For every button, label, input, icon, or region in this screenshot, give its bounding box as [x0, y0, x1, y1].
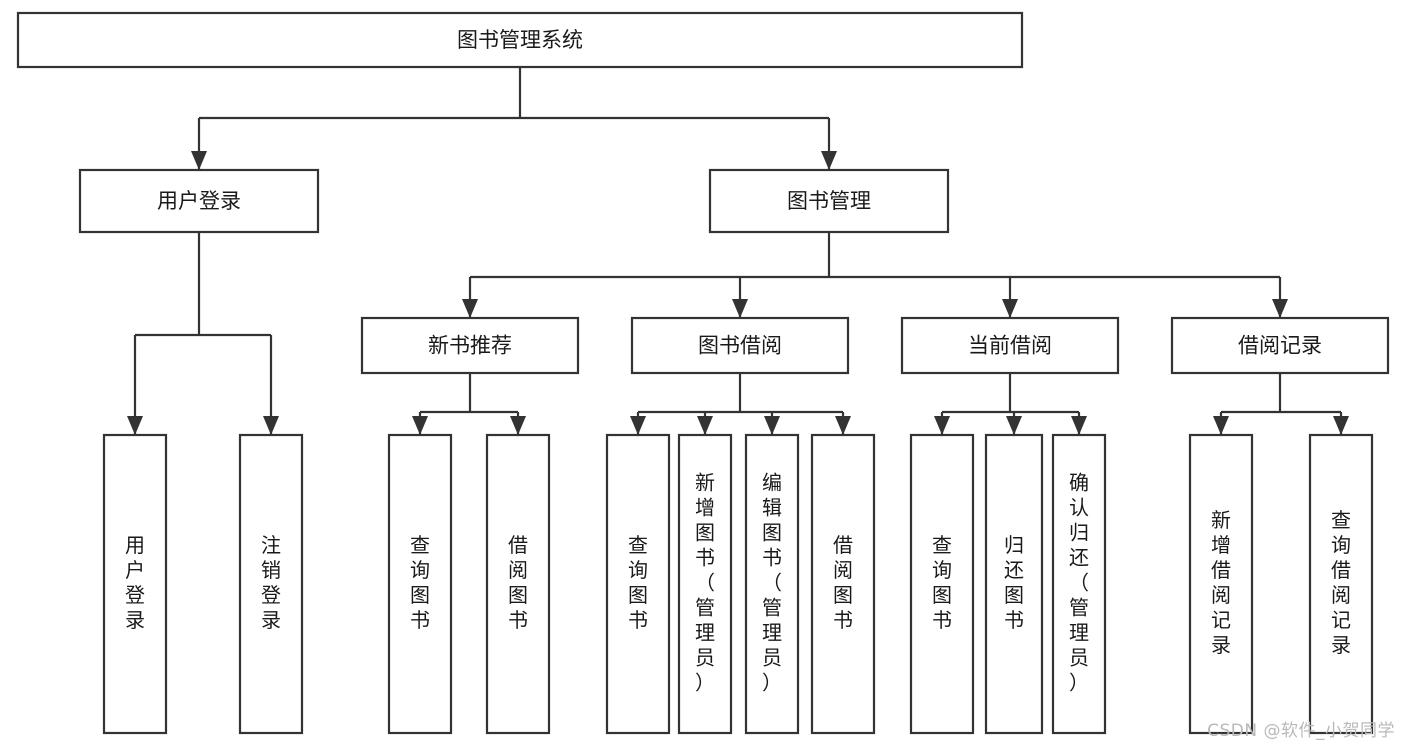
node-box: [387, 433, 453, 735]
node-box: [900, 316, 1120, 375]
node-l3c2[interactable]: 新增图书（管理员）: [677, 433, 733, 735]
arrow-head: [764, 416, 780, 435]
arrow-head: [697, 416, 713, 435]
node-label: 查询图书: [628, 533, 648, 632]
node-box: [708, 168, 950, 234]
arrow-head: [127, 416, 143, 435]
node-label: 新书推荐: [428, 334, 512, 358]
node-l3e2[interactable]: 查询借阅记录: [1308, 433, 1374, 735]
node-label: 用户登录: [125, 533, 145, 632]
node-box: [238, 433, 304, 735]
arrow-head: [1002, 299, 1018, 318]
node-label: 新增图书（管理员）: [695, 471, 715, 695]
node-label: 当前借阅: [968, 334, 1052, 358]
node-box: [1051, 433, 1107, 735]
arrow-head: [263, 416, 279, 435]
node-layer: 图书管理系统用户登录图书管理新书推荐图书借阅当前借阅借阅记录用户登录注销登录查询…: [16, 11, 1390, 735]
node-label: 图书管理: [787, 189, 871, 213]
node-box: [78, 168, 320, 234]
node-box: [1188, 433, 1254, 735]
node-label: 查询图书: [932, 533, 952, 632]
node-l3b1[interactable]: 查询图书: [387, 433, 453, 735]
node-label: 归还图书: [1004, 533, 1024, 632]
node-box: [1170, 316, 1390, 375]
arrow-head: [934, 416, 950, 435]
node-box: [810, 433, 876, 735]
arrow-head: [510, 416, 526, 435]
arrow-head: [1333, 416, 1349, 435]
node-box: [102, 433, 168, 735]
arrow-head: [732, 299, 748, 318]
arrow-head: [630, 416, 646, 435]
node-box: [984, 433, 1044, 735]
node-label: 图书管理系统: [457, 28, 583, 52]
node-label: 借阅图书: [833, 533, 853, 632]
node-label: 用户登录: [157, 189, 241, 213]
node-l2c[interactable]: 当前借阅: [900, 316, 1120, 375]
node-label: 编辑图书（管理员）: [762, 471, 782, 695]
arrow-head: [1071, 416, 1087, 435]
node-box: [909, 433, 975, 735]
node-l2a[interactable]: 新书推荐: [360, 316, 580, 375]
node-box: [605, 433, 671, 735]
node-l1b[interactable]: 图书管理: [708, 168, 950, 234]
node-box: [1308, 433, 1374, 735]
node-box: [485, 433, 551, 735]
arrow-head: [1006, 416, 1022, 435]
arrow-head: [821, 151, 837, 170]
csdn-watermark: CSDN @软件_小贺同学: [1207, 721, 1395, 741]
node-label: 借阅图书: [508, 533, 528, 632]
arrow-head: [1213, 416, 1229, 435]
node-box: [744, 433, 800, 735]
node-label: 查询图书: [410, 533, 430, 632]
node-l2b[interactable]: 图书借阅: [630, 316, 850, 375]
node-label: 图书借阅: [698, 334, 782, 358]
node-label: 查询借阅记录: [1331, 508, 1351, 657]
node-l3b2[interactable]: 借阅图书: [485, 433, 551, 735]
node-l1a[interactable]: 用户登录: [78, 168, 320, 234]
node-l3d2[interactable]: 归还图书: [984, 433, 1044, 735]
node-l3a1[interactable]: 用户登录: [102, 433, 168, 735]
node-l3a2[interactable]: 注销登录: [238, 433, 304, 735]
arrow-head: [835, 416, 851, 435]
node-box: [630, 316, 850, 375]
node-box: [677, 433, 733, 735]
node-label: 注销登录: [261, 533, 281, 632]
arrow-head: [191, 151, 207, 170]
node-label: 借阅记录: [1238, 334, 1322, 358]
arrow-head: [1272, 299, 1288, 318]
node-l3c3[interactable]: 编辑图书（管理员）: [744, 433, 800, 735]
arrow-head: [462, 299, 478, 318]
node-root[interactable]: 图书管理系统: [16, 11, 1024, 69]
arrow-head: [412, 416, 428, 435]
edge-layer: [127, 67, 1349, 435]
node-l3c1[interactable]: 查询图书: [605, 433, 671, 735]
node-l3d3[interactable]: 确认归还（管理员）: [1051, 433, 1107, 735]
node-l2d[interactable]: 借阅记录: [1170, 316, 1390, 375]
node-box: [16, 11, 1024, 69]
node-l3e1[interactable]: 新增借阅记录: [1188, 433, 1254, 735]
node-box: [360, 316, 580, 375]
node-l3d1[interactable]: 查询图书: [909, 433, 975, 735]
node-label: 确认归还（管理员）: [1069, 471, 1089, 695]
node-label: 新增借阅记录: [1211, 508, 1231, 657]
node-l3c4[interactable]: 借阅图书: [810, 433, 876, 735]
